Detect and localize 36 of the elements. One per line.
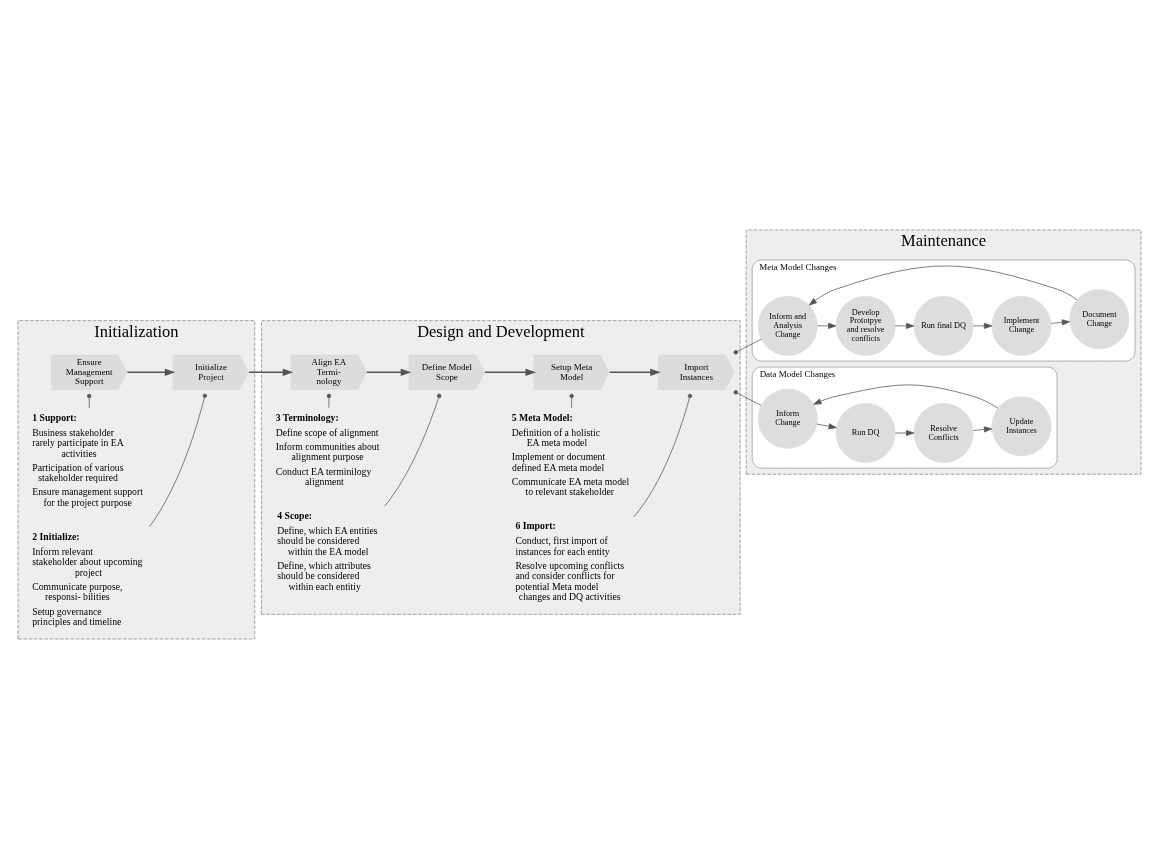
connector [733, 338, 762, 354]
arrow [817, 322, 837, 329]
arrow [608, 368, 661, 376]
arrow [972, 426, 993, 432]
connector [569, 393, 574, 408]
arrow [816, 422, 837, 429]
arrow [366, 368, 412, 376]
arrow [484, 368, 536, 376]
node-text: 3 Terminology: Define scope of alignment Inform communities about alignment purpose Conduct EA terminilogy alignment [275, 411, 380, 487]
node-text: 5 Meta Model: Definition of a holistic EA meta model Implement or document defined EA meta model Communicate EA meta model to relevant stakeholder [511, 411, 630, 497]
connector [326, 393, 332, 408]
node-circle: Document Change [1069, 288, 1130, 349]
arrow [894, 322, 915, 329]
arrow [894, 429, 915, 436]
node-circle: Inform Change [757, 388, 818, 449]
node-circle: Develop Prototpye and resolve conflicts [835, 295, 896, 356]
arrow [972, 322, 993, 329]
connector [733, 389, 762, 406]
connector [384, 393, 442, 507]
arrow [1050, 318, 1071, 325]
node-circle: Run final DQ [913, 295, 974, 356]
node-text: 4 Scope: Define, which EA entities should be considered within the EA model Define, which attributes should be considered within each entitiy [277, 509, 378, 592]
node-text: 6 Import: Conduct, first import of instances for each entity Resolve upcoming conflicts and consider conflicts for potential Meta model changes and DQ activities [515, 519, 624, 602]
node-circle: Update Instances [991, 395, 1052, 456]
node-circle: Resolve Conflicts [913, 402, 974, 463]
node-circle: Run DQ [835, 402, 896, 463]
arrow [248, 368, 294, 376]
connector [633, 393, 693, 517]
node-text: 2 Initialize: Inform relevant stakeholder about upcoming project Communicate purpose, responsi- bilities Setup governance principles and timeline [32, 530, 143, 627]
node-text: 1 Support: Business stakeholder rarely participate in EA activities Participation of various stakeholder required Ensure management support for the project purpose [32, 411, 143, 508]
connector [87, 393, 92, 408]
connector [149, 393, 208, 527]
arrow [808, 265, 1078, 306]
node-circle: Implement Change [991, 295, 1052, 356]
arrow [813, 384, 999, 409]
arrow [126, 368, 176, 376]
